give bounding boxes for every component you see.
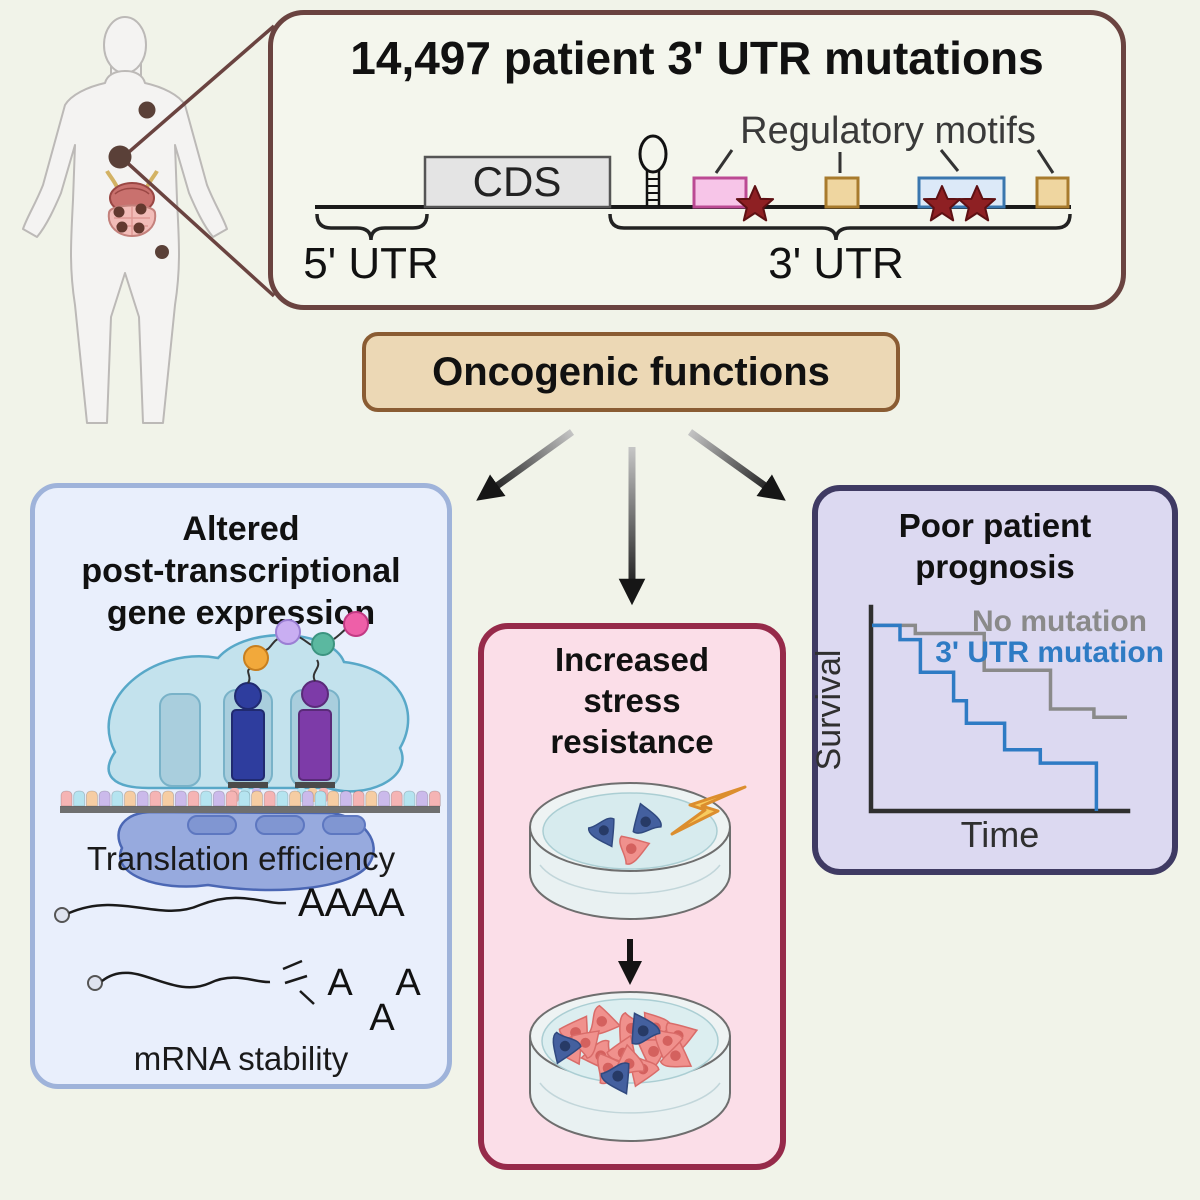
chart-axes [868,604,1131,814]
arrow-to-right-box [687,429,786,501]
stress-assay-illustration [529,782,747,1142]
legend-no-mutation: No mutation [972,605,1147,638]
survival-chart: No mutation 3' UTR mutation Survival Tim… [810,604,1164,855]
title-line: Poor patient [898,507,1092,544]
title-line: Altered [182,510,300,548]
motif-pink-box [692,176,748,209]
oncogenic-functions-banner: Oncogenic functions [362,332,900,412]
translation-efficiency-label: Translation efficiency [86,840,396,877]
gene-diagram: 14,497 patient 3' UTR mutations Regulato… [303,32,1072,288]
three-prime-utr-label: 3' UTR [768,239,904,288]
regulatory-motifs-label: Regulatory motifs [740,110,1036,152]
thigh-tumor-dot [155,245,169,259]
arrow-to-left-box [476,429,575,501]
y-axis-label: Survival [810,650,848,771]
mrna-stability-illustration: AAAA A A A [54,881,421,1039]
trna-blue [231,682,265,781]
fanout-arrows [476,429,786,606]
title-line: post-transcriptional [81,552,401,590]
utr-mutation-curve [872,623,1099,811]
no-mutation-curve [872,623,1127,719]
petri-dish-confluent [529,991,731,1142]
amino-acid-beads [243,611,369,671]
lightning-bolt-icon [670,785,747,836]
stress-resistance-box: Increased stress resistance [478,623,786,1170]
released-adenine: A [327,962,353,1004]
trna-purple [298,680,332,781]
title-line: gene expression [106,594,376,632]
released-adenine: A [395,962,421,1004]
altered-expression-box: Altered post-transcriptional gene expres… [30,483,452,1089]
intact-mrna-strand: AAAA [54,881,405,925]
x-axis-label: Time [961,814,1040,855]
title-line: stress [583,682,681,719]
motif-tan-box-1 [824,176,860,209]
five-prime-utr-label: 5' UTR [303,239,439,288]
altered-expression-title: Altered post-transcriptional gene expres… [35,508,447,634]
patient-body-illustration [22,16,228,424]
cds-label: CDS [473,158,562,205]
degrading-mrna-strand: A A A [87,959,421,1039]
mrna-backbone-bar [60,806,440,813]
cds-box [423,155,612,209]
small-ribosome-subunit [117,810,375,892]
motif-leader-lines [714,149,1055,174]
utr-braces [315,213,1072,241]
chest-tumor-dot [138,101,156,119]
legend-utr-mutation: 3' UTR mutation [935,636,1164,669]
poly-a-tail-label: AAAA [298,881,405,925]
title-line: prognosis [915,548,1075,585]
mrna-stability-label: mRNA stability [133,1040,349,1077]
title-line: Increased [554,641,710,678]
small-subunit-slots [187,815,366,835]
released-adenine: A [369,997,395,1039]
mutations-panel: 14,497 patient 3' UTR mutations Regulato… [268,10,1126,310]
ribosome-illustration [60,611,441,892]
prognosis-box: Poor patient prognosis No mutation 3' UT… [810,485,1178,875]
hairpin-structure-icon [638,134,668,206]
oncogenic-functions-label: Oncogenic functions [432,349,830,394]
title-line: resistance [550,723,714,760]
prognosis-title: Poor patient prognosis [818,505,1172,587]
mrna-nucleotides [60,790,441,807]
stress-resistance-title: Increased stress resistance [484,639,780,762]
panel-title: 14,497 patient 3' UTR mutations [350,32,1043,84]
petri-dish-sparse [529,782,731,920]
motif-tan-box-2 [1035,176,1070,209]
